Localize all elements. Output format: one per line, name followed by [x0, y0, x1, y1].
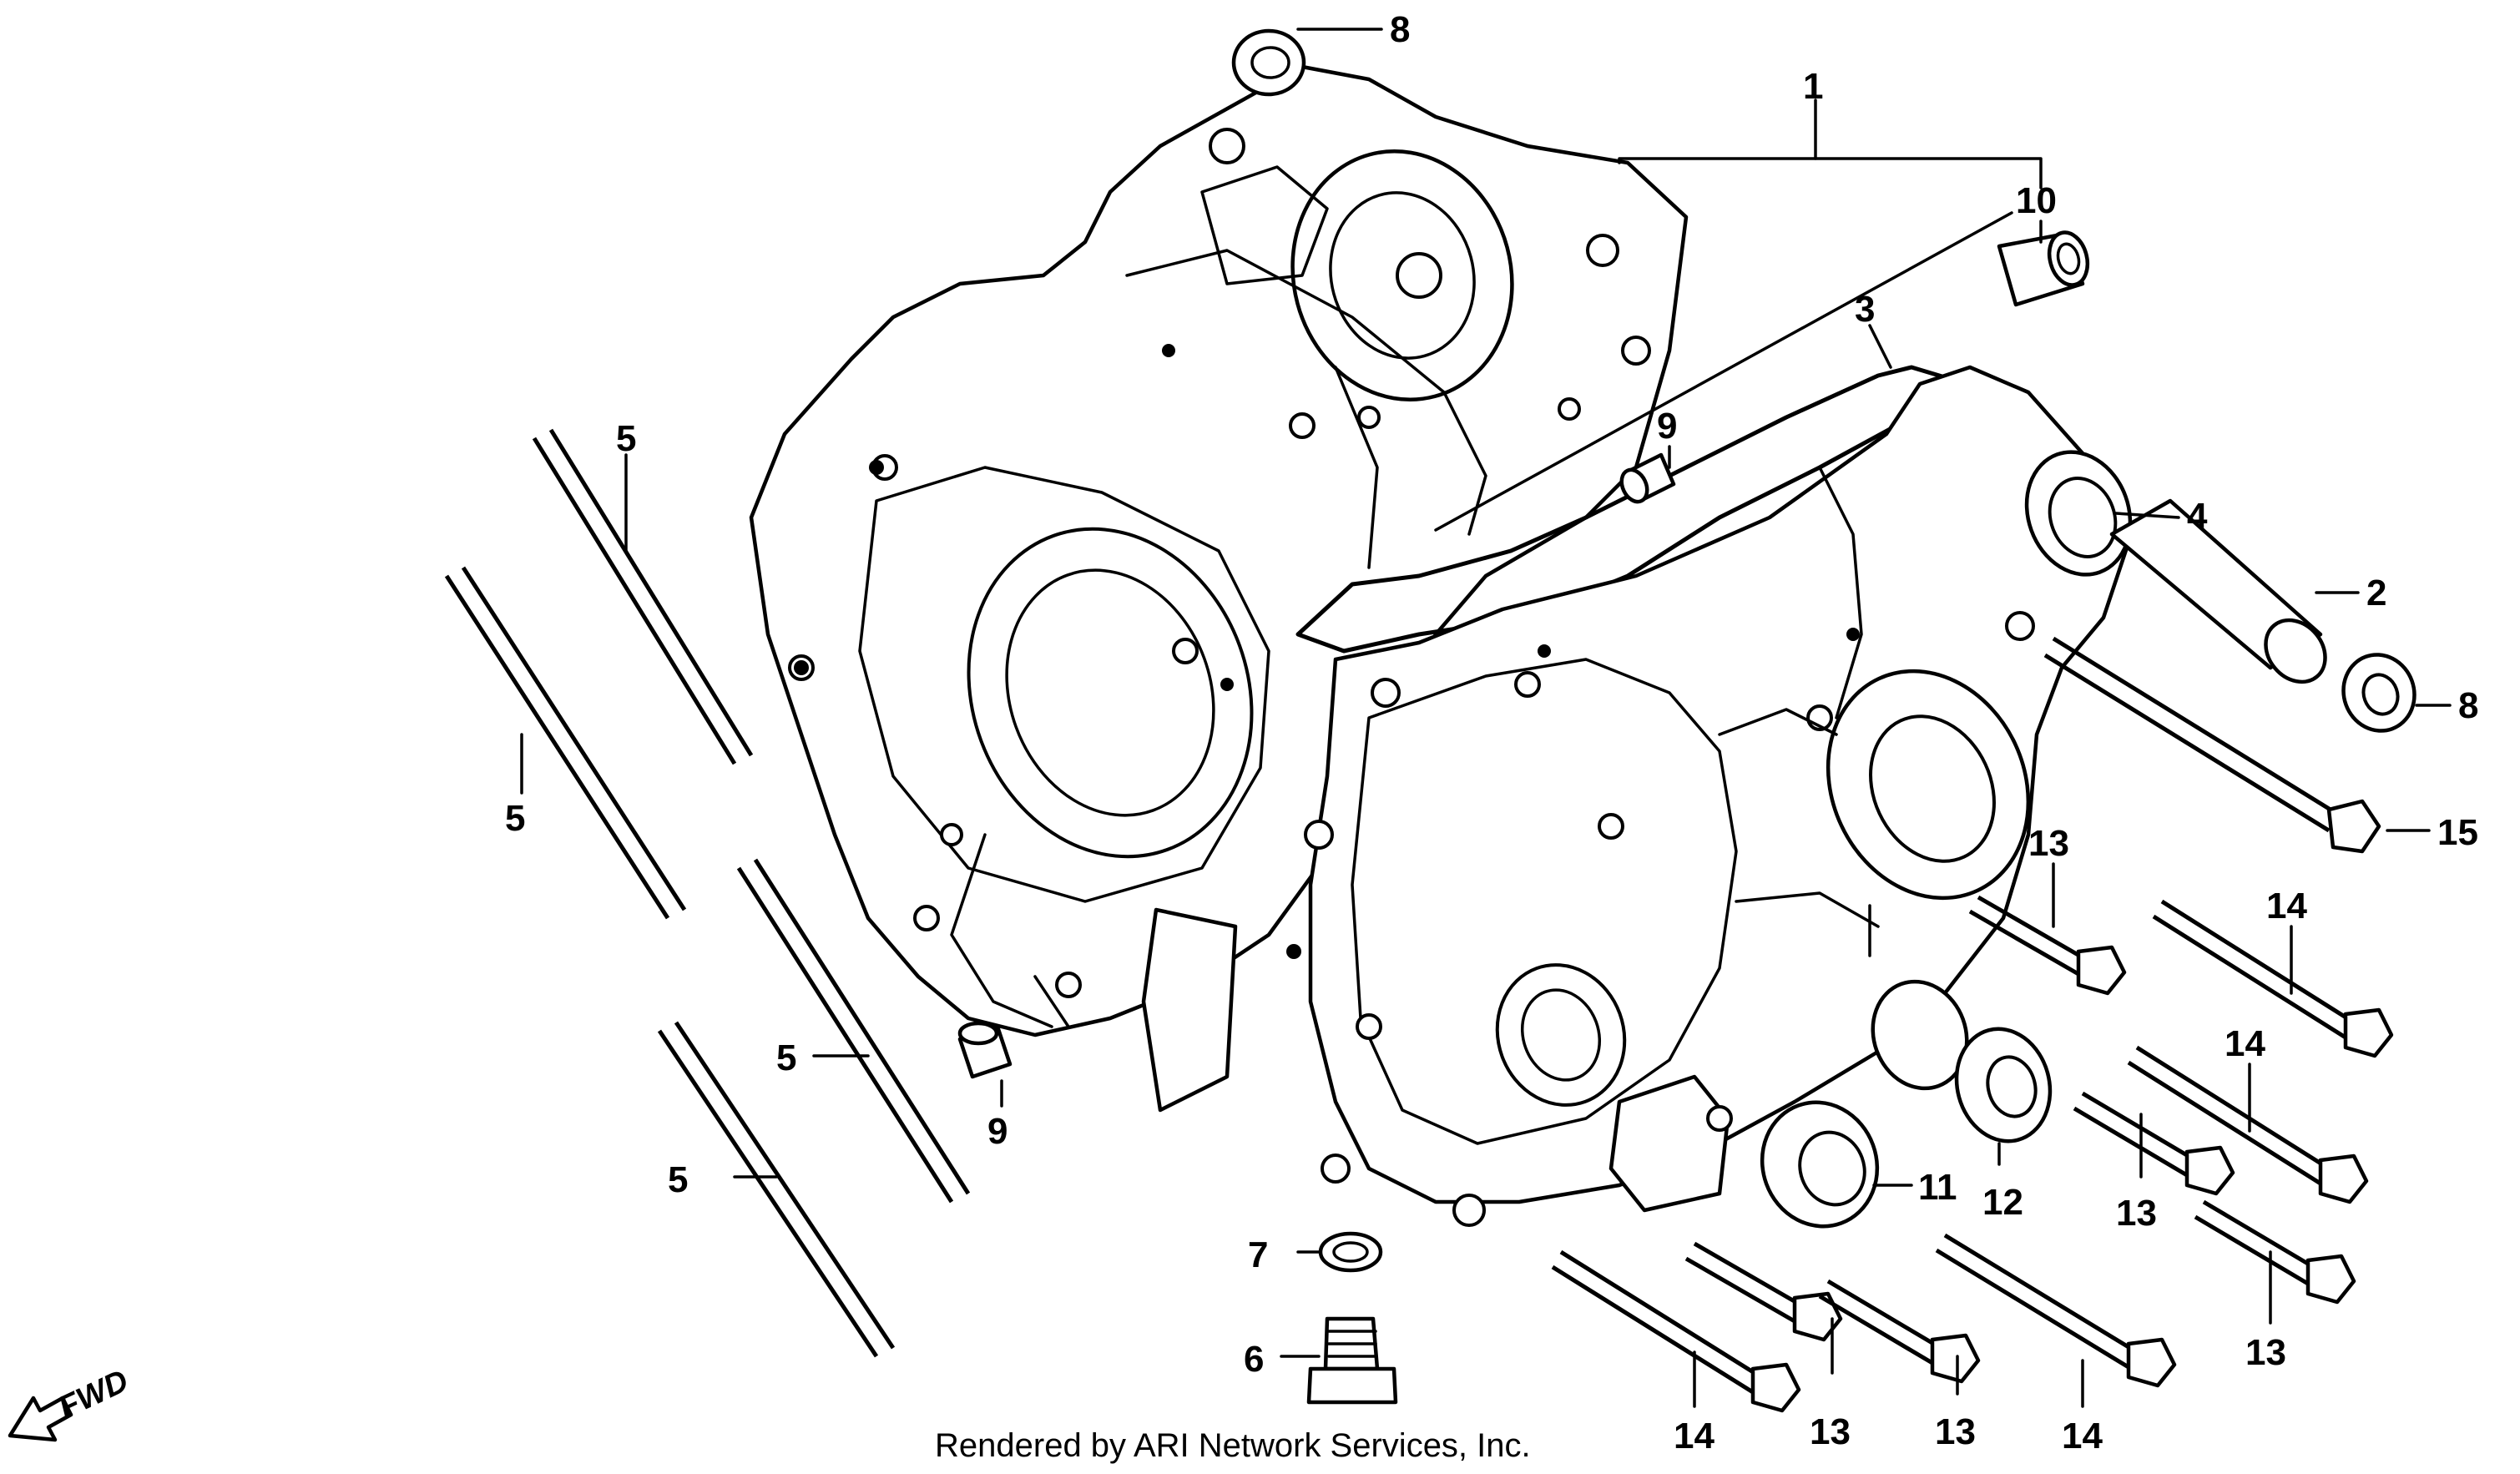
left-crankcase-half — [749, 64, 1689, 1037]
needle-bearing — [1997, 230, 2090, 307]
flange-bolts — [1551, 895, 2394, 1413]
callout-14-b: 14 — [2225, 1023, 2265, 1064]
dowel-pins — [957, 452, 1676, 1079]
callout-10: 10 — [2016, 180, 2057, 221]
callout-13-b: 13 — [2116, 1193, 2157, 1234]
sealing-washer — [1318, 1231, 1383, 1273]
callout-7: 7 — [1248, 1234, 1268, 1275]
callout-1: 1 — [1803, 66, 1823, 107]
callout-14-a: 14 — [2266, 886, 2307, 926]
bolt-h — [1818, 1279, 1981, 1384]
ball-bearing-large — [1760, 1100, 1880, 1229]
render-credit: Rendered by ARI Network Services, Inc. — [935, 1427, 1531, 1464]
callout-13-a: 13 — [2028, 823, 2069, 864]
bolt-g — [1684, 1241, 1843, 1342]
right-crankcase-half — [1141, 365, 2133, 1227]
oil-seal-right — [2341, 653, 2416, 733]
fwd-arrow-icon — [8, 1396, 73, 1442]
callout-5-a: 5 — [616, 418, 636, 459]
dowel-pin-lower — [957, 1021, 1013, 1079]
callout-12: 12 — [1982, 1182, 2023, 1223]
callout-14-c: 14 — [1674, 1416, 1715, 1456]
long-bolt — [2043, 636, 2381, 854]
callout-13-c: 13 — [2245, 1332, 2286, 1373]
leader-lines — [520, 28, 2452, 1408]
bolt-e — [2194, 1199, 2356, 1305]
bolt-b — [2152, 899, 2394, 1058]
callout-9-upper: 9 — [1657, 406, 1677, 447]
bolt-f — [1551, 1249, 1801, 1413]
bolt-c — [2127, 1045, 2369, 1204]
stud-bolt-3 — [736, 858, 971, 1204]
drain-plug — [1306, 1316, 1398, 1405]
callout-11: 11 — [1918, 1167, 1957, 1208]
callout-5-c: 5 — [776, 1037, 796, 1078]
callout-8-top: 8 — [1390, 9, 1410, 50]
stud-bolt-1 — [532, 428, 754, 765]
ball-bearing-small — [1954, 1027, 2053, 1143]
callout-13-d: 13 — [1810, 1411, 1851, 1452]
callout-2: 2 — [2366, 573, 2386, 613]
forward-direction-indicator: FWD — [8, 1364, 134, 1442]
callout-5-b: 5 — [505, 798, 525, 839]
stud-bolts — [444, 428, 971, 1358]
stud-bolt-4 — [657, 1021, 896, 1358]
callout-13-e: 13 — [1935, 1411, 1976, 1452]
stud-bolt-2 — [444, 566, 687, 920]
callout-5-d: 5 — [668, 1159, 688, 1200]
callout-14-d: 14 — [2062, 1416, 2103, 1456]
callout-4: 4 — [2187, 496, 2208, 537]
bolt-i — [1935, 1233, 2177, 1388]
bolt-d — [2073, 1091, 2235, 1196]
callout-labels: 1 8 10 3 9 4 2 8 15 13 14 14 13 13 11 12… — [505, 9, 2478, 1456]
bolt-a — [1968, 895, 2127, 996]
callout-8-right: 8 — [2458, 685, 2478, 726]
callout-3: 3 — [1855, 289, 1875, 330]
callout-9-lower: 9 — [987, 1111, 1007, 1152]
collar — [2109, 498, 2327, 684]
fwd-label: FWD — [53, 1364, 134, 1426]
oil-seal-top — [1231, 28, 1306, 97]
callout-15: 15 — [2437, 812, 2478, 853]
callout-6: 6 — [1244, 1339, 1264, 1380]
dowel-pin-upper — [1619, 452, 1676, 504]
